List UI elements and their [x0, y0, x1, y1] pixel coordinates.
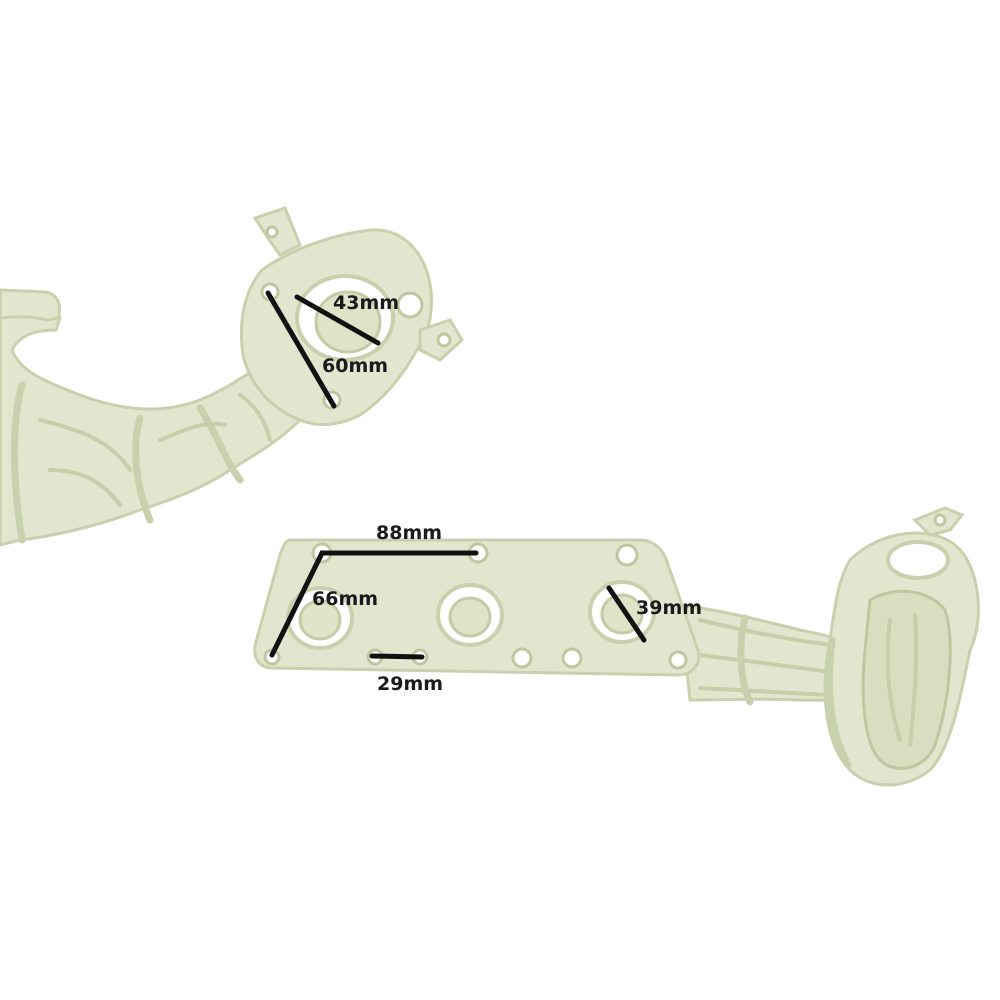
- lower-manifold-assembly: [253, 506, 980, 787]
- gasket-bolt-bottom-right: [668, 650, 688, 670]
- upper-pipe-body: [0, 298, 303, 547]
- catalytic-converter-cylinder: [861, 589, 952, 770]
- runner-line-1: [698, 618, 832, 647]
- converter-texture-1: [885, 618, 902, 742]
- pipe-texture-3: [158, 421, 227, 442]
- gasket-bolt-bottom-d: [561, 647, 583, 669]
- runner-line-2: [698, 653, 832, 674]
- runner-strap: [737, 614, 754, 706]
- dim-label-60mm: 60mm: [322, 355, 388, 377]
- gasket-port-left-inner: [298, 599, 342, 641]
- upper-pipe-stub: [0, 288, 61, 322]
- pipe-strap-2: [132, 414, 154, 524]
- dim-label-39mm: 39mm: [636, 597, 702, 619]
- dim-label-43mm: 43mm: [333, 292, 399, 314]
- dim-line-88mm: [269, 550, 479, 658]
- converter-texture-2: [908, 613, 919, 747]
- pipe-texture-1: [38, 418, 132, 472]
- flange-bolt-hole-right: [396, 291, 424, 319]
- dim-label-66mm: 66mm: [312, 588, 378, 610]
- pipe-texture-2: [48, 468, 122, 507]
- dim-line-60mm: [265, 290, 337, 409]
- dim-line-29mm: [369, 653, 425, 660]
- pipe-texture-4: [238, 393, 272, 442]
- upper-ear-bolt-hole: [436, 332, 452, 348]
- dim-label-29mm: 29mm: [377, 673, 443, 695]
- pipe-strap-3: [196, 404, 244, 484]
- gasket-bolt-bottom-c: [511, 647, 533, 669]
- dim-label-88mm: 88mm: [376, 522, 442, 544]
- gasket-bolt-top-right: [615, 543, 639, 567]
- runner-line-3: [698, 686, 832, 697]
- gasket-port-center-inner: [448, 596, 492, 638]
- converter-side-ring: [825, 636, 852, 769]
- converter-bracket-hole: [933, 513, 947, 527]
- upper-manifold-assembly: [0, 206, 464, 547]
- dimension-annotations: 43mm 60mm 88mm 66mm 39mm 29mm: [265, 290, 702, 695]
- dim-line-39mm: [606, 585, 647, 643]
- upper-bracket-hole: [265, 225, 279, 239]
- dim-line-43mm: [294, 294, 381, 346]
- pipe-strap-1: [11, 381, 26, 544]
- converter-top-opening: [886, 540, 950, 580]
